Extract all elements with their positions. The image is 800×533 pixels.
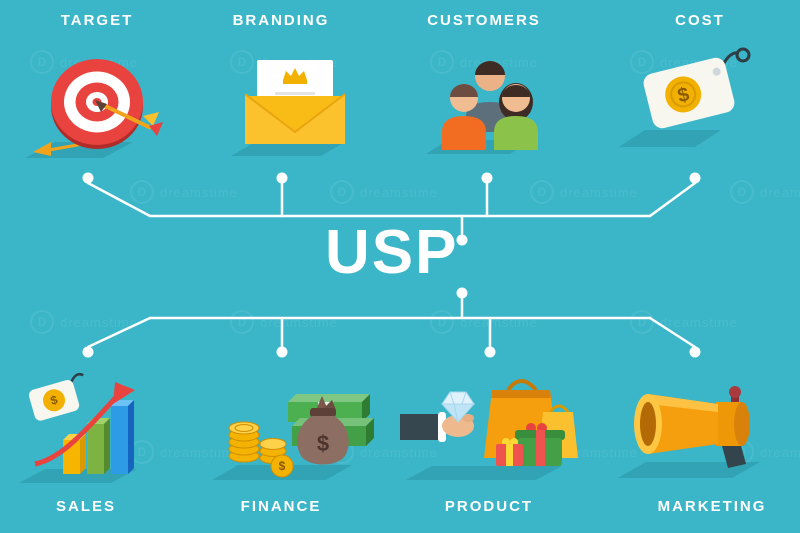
product-icon: [400, 379, 578, 480]
customers-icon: [426, 61, 538, 154]
label-marketing: MARKETING: [657, 498, 767, 515]
marketing-icon: [618, 386, 760, 478]
label-finance: FINANCE: [240, 498, 322, 515]
label-product: PRODUCT: [444, 498, 534, 515]
label-branding: BRANDING: [232, 12, 330, 29]
branding-icon: [231, 60, 346, 156]
usp-title: USP: [325, 218, 459, 287]
dollar-glyph: $: [49, 393, 60, 408]
cost-icon: $: [619, 47, 751, 147]
label-sales: SALES: [55, 498, 117, 515]
target-icon: [25, 59, 163, 158]
sales-icon: $: [19, 372, 137, 483]
label-customers: CUSTOMERS: [427, 12, 541, 29]
dollar-glyph: $: [279, 459, 286, 473]
finance-icon: $ $: [212, 394, 374, 480]
dollar-glyph: $: [317, 431, 329, 456]
label-target: TARGET: [60, 12, 134, 29]
label-cost: COST: [675, 12, 725, 29]
dollar-glyph: $: [675, 83, 691, 107]
